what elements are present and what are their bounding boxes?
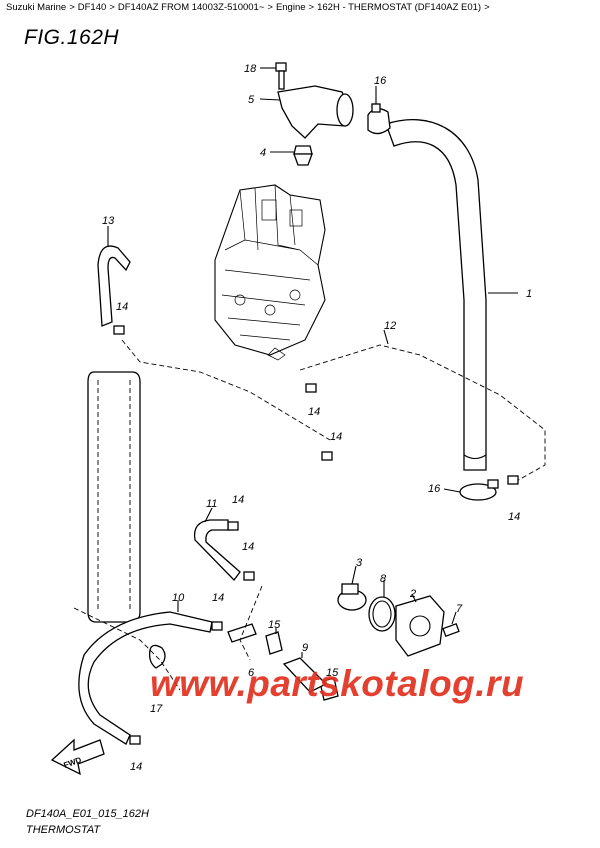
figure-caption: THERMOSTAT — [26, 824, 101, 836]
callout-14-b: 14 — [308, 406, 320, 418]
callout-11: 11 — [206, 498, 217, 510]
hose-part-13[interactable] — [97, 226, 131, 327]
callout-8: 8 — [380, 573, 387, 585]
clip-part-14-f[interactable] — [243, 571, 255, 581]
hose-part-10[interactable] — [78, 600, 213, 745]
breadcrumb-separator: > — [267, 2, 273, 13]
breadcrumb-item-engine[interactable]: Engine — [275, 2, 306, 13]
engine-block-outline — [214, 184, 326, 361]
callout-1: 1 — [526, 288, 532, 300]
callout-12: 12 — [384, 320, 396, 332]
clip-part-14-e[interactable] — [227, 521, 239, 531]
callout-16-b: 16 — [428, 483, 441, 495]
clamp-part-16-lower[interactable] — [443, 479, 499, 501]
drain-line-part-12[interactable] — [121, 329, 546, 483]
callout-4: 4 — [260, 147, 266, 159]
figure-title: FIG.162H — [24, 26, 120, 49]
breadcrumb-item-df140az[interactable]: DF140AZ FROM 14003Z-510001~ — [117, 2, 265, 13]
breadcrumb-separator: > — [308, 2, 315, 13]
joint-part-6[interactable] — [227, 585, 263, 661]
callout-9: 9 — [302, 642, 308, 654]
callout-2: 2 — [409, 588, 416, 600]
clip-part-14-d[interactable] — [507, 475, 519, 485]
callout-14-c: 14 — [330, 431, 342, 443]
callout-14-e: 14 — [232, 494, 244, 506]
clip-part-14-a[interactable] — [113, 325, 125, 335]
breadcrumb-item-suzuki-marine[interactable]: Suzuki Marine — [6, 2, 67, 13]
callout-5: 5 — [248, 94, 255, 106]
o-ring-part-8[interactable] — [368, 580, 396, 632]
callout-14-d: 14 — [508, 511, 520, 523]
watermark: www.partskotalog.ru — [150, 663, 525, 704]
bolt-part-7[interactable] — [442, 611, 460, 637]
clip-part-14-g[interactable] — [211, 621, 223, 631]
fitting-part-15-a[interactable] — [265, 628, 283, 655]
callout-14-f: 14 — [242, 541, 254, 553]
callout-16-a: 16 — [374, 75, 387, 87]
callout-13: 13 — [102, 215, 115, 227]
pipe-part-17[interactable] — [73, 607, 181, 691]
figure-code: DF140A_E01_015_162H — [26, 808, 149, 820]
callout-7: 7 — [456, 603, 463, 615]
callout-14-h: 14 — [130, 761, 142, 773]
breadcrumb-separator: > — [69, 2, 75, 13]
clip-part-14-b[interactable] — [305, 383, 317, 393]
clamp-part-16-upper[interactable] — [367, 86, 391, 135]
thermostat-cover-part-5[interactable] — [259, 85, 354, 139]
callout-15-b: 15 — [326, 667, 339, 679]
callout-14-a: 14 — [116, 301, 128, 313]
fwd-arrow-icon: FWD — [50, 738, 105, 776]
callout-14-g: 14 — [212, 592, 224, 604]
cooler-pipe-body — [87, 371, 141, 623]
callout-6: 6 — [248, 667, 255, 679]
thermostat-part-4[interactable] — [270, 145, 313, 166]
hose-part-11[interactable] — [193, 507, 241, 581]
clip-part-14-c[interactable] — [321, 451, 333, 461]
breadcrumb-item-df140[interactable]: DF140 — [77, 2, 107, 13]
callout-3: 3 — [356, 557, 363, 569]
callout-17: 17 — [150, 703, 163, 715]
callout-18: 18 — [244, 63, 257, 75]
breadcrumb-trailing: > — [484, 2, 490, 13]
clip-part-14-h[interactable] — [129, 735, 141, 745]
bolt-part-18[interactable] — [260, 62, 287, 90]
hose-part-9[interactable] — [282, 652, 328, 693]
callout-10: 10 — [172, 592, 185, 604]
breadcrumb-item-current: 162H - THERMOSTAT (DF140AZ E01) — [317, 2, 482, 13]
breadcrumb-separator: > — [109, 2, 115, 13]
hose-part-1[interactable] — [385, 119, 518, 471]
callout-15-a: 15 — [268, 619, 281, 631]
breadcrumb: Suzuki Marine>DF140>DF140AZ FROM 14003Z-… — [6, 2, 493, 13]
housing-part-2[interactable] — [395, 593, 445, 657]
sender-part-3[interactable] — [337, 565, 367, 611]
